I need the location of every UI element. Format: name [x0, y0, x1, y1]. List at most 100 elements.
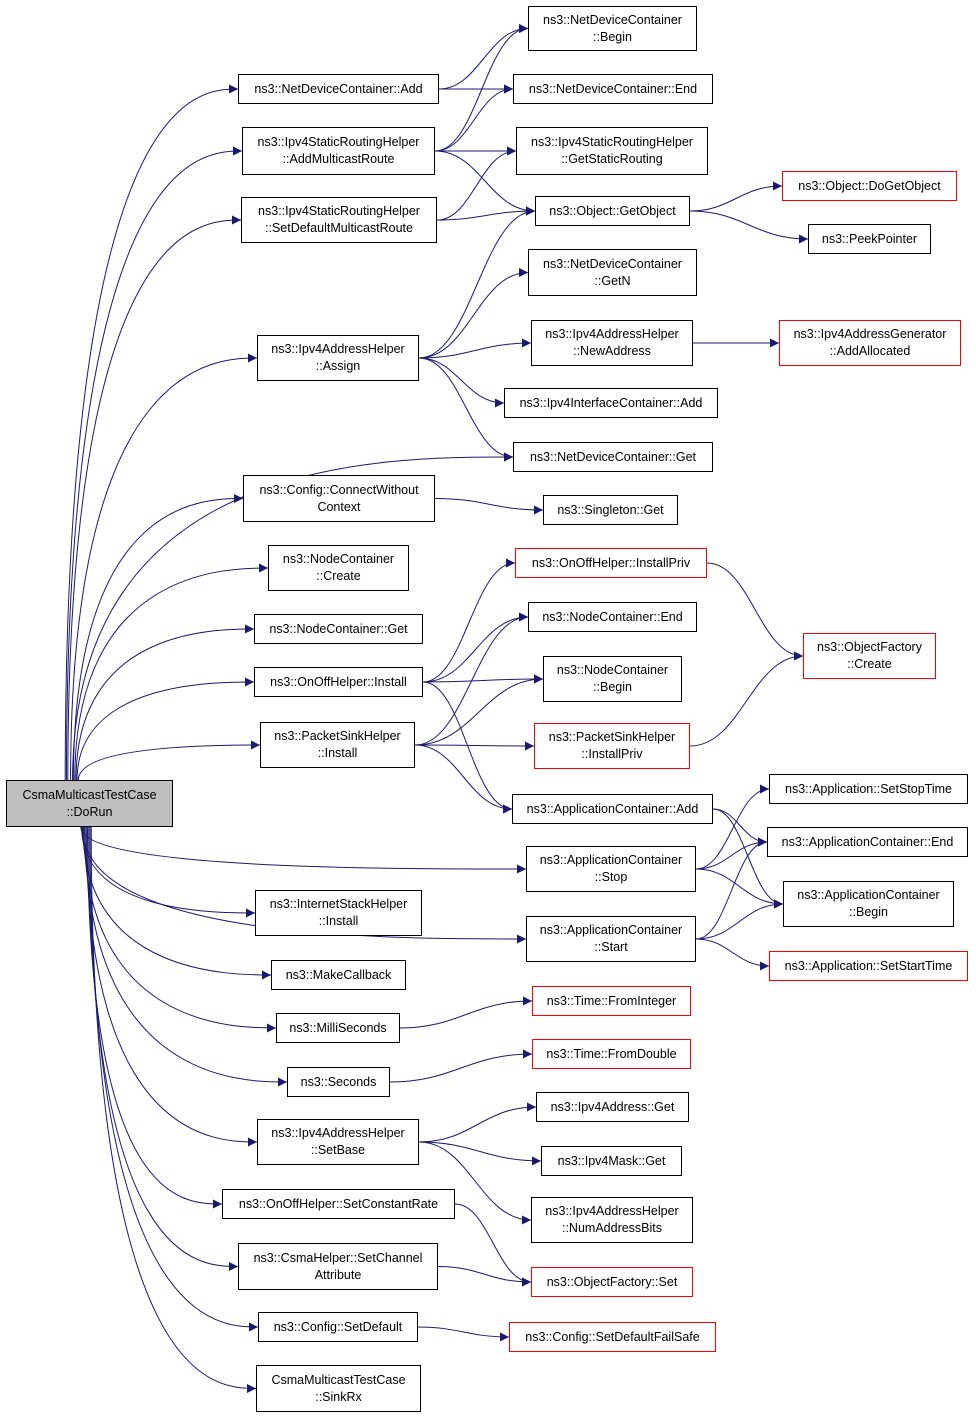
- function-node[interactable]: ns3::Application::SetStopTime: [769, 774, 968, 804]
- function-node-label: ns3::Ipv4InterfaceContainer::Add: [519, 395, 703, 410]
- function-node[interactable]: ns3::Object::GetObject: [535, 196, 690, 226]
- function-node[interactable]: ns3::Ipv4StaticRoutingHelper::AddMultica…: [242, 127, 435, 175]
- function-node[interactable]: ns3::Ipv4AddressHelper::SetBase: [257, 1119, 419, 1165]
- function-node-label: ns3::Ipv4Mask::Get: [557, 1153, 666, 1168]
- function-node-label: ::InstallPriv: [581, 747, 643, 761]
- function-node-label: ns3::NetDeviceContainer::End: [528, 81, 698, 96]
- function-node-label: ns3::MakeCallback: [285, 967, 392, 982]
- edge-root-to-nc_create: [74, 563, 269, 781]
- function-node-label: ::Create: [316, 569, 361, 583]
- function-node[interactable]: ns3::ApplicationContainer::Add: [512, 794, 713, 824]
- function-node[interactable]: ns3::Ipv4Address::Get: [536, 1092, 689, 1122]
- function-node-label: ::Create: [847, 657, 892, 671]
- edge-ac_stop-to-app_sst: [695, 784, 770, 870]
- function-node[interactable]: ns3::ApplicationContainer::Begin: [783, 881, 954, 927]
- edge-root-to-iah_sb: [85, 826, 258, 1147]
- function-node[interactable]: CsmaMulticastTestCase::SinkRx: [256, 1365, 421, 1412]
- edge-iah_sb-to-iah_nab: [418, 1141, 532, 1225]
- function-node-label: ns3::Application::SetStopTime: [785, 781, 952, 796]
- function-node-label: ns3::ApplicationContainer: [539, 853, 683, 867]
- edge-root-to-secs: [84, 826, 288, 1087]
- edge-iah_assign-to-iic_add: [418, 357, 505, 408]
- function-node-label: ns3::InternetStackHelper: [269, 897, 408, 911]
- function-node-label: ns3::ApplicationContainer::End: [781, 834, 954, 849]
- function-node[interactable]: ns3::NodeContainer::End: [528, 602, 697, 632]
- function-node[interactable]: ns3::Time::FromDouble: [532, 1039, 691, 1069]
- edge-csma_sca-to-of_set: [437, 1266, 532, 1287]
- function-node[interactable]: ns3::Ipv4AddressHelper::NumAddressBits: [531, 1197, 693, 1243]
- function-node[interactable]: ns3::Ipv4Mask::Get: [541, 1146, 682, 1176]
- function-node[interactable]: ns3::ApplicationContainer::Stop: [526, 846, 696, 892]
- function-node-label: ns3::MilliSeconds: [289, 1020, 387, 1035]
- edge-root-to-ish_inst: [81, 826, 256, 918]
- function-node[interactable]: ns3::Object::DoGetObject: [782, 171, 957, 201]
- function-node[interactable]: ns3::MilliSeconds: [276, 1013, 400, 1043]
- function-node-label: ns3::ObjectFactory::Set: [546, 1274, 678, 1289]
- function-node[interactable]: ns3::NodeContainer::Get: [254, 614, 423, 644]
- function-node[interactable]: ns3::NetDeviceContainer::Begin: [528, 6, 697, 51]
- function-node[interactable]: ns3::PeekPointer: [808, 224, 931, 254]
- function-node-label: ns3::Time::FromDouble: [546, 1046, 677, 1061]
- edge-ac_start-to-ac_end: [695, 837, 768, 940]
- edge-ac_start-to-app_sstart: [695, 938, 770, 971]
- function-node[interactable]: ns3::NetDeviceContainer::Get: [513, 442, 713, 472]
- edge-psh_inst-to-nc_end: [414, 612, 529, 746]
- function-node[interactable]: ns3::Ipv4InterfaceContainer::Add: [504, 388, 718, 418]
- function-node-label: ::SinkRx: [315, 1389, 362, 1404]
- function-node-label: ::NumAddressBits: [561, 1221, 663, 1235]
- function-node[interactable]: ns3::Ipv4AddressGenerator::AddAllocated: [779, 320, 961, 366]
- function-node-label: ns3::ObjectFactory: [817, 640, 922, 654]
- function-node-label: ns3::Time::FromInteger: [546, 993, 677, 1008]
- edge-root-to-mkcb: [82, 826, 272, 980]
- function-node[interactable]: ns3::NetDeviceContainer::Add: [238, 74, 439, 104]
- function-node[interactable]: ns3::Time::FromInteger: [532, 986, 691, 1016]
- function-node-label: ns3::NetDeviceContainer::Get: [529, 449, 697, 464]
- function-node[interactable]: ns3::NodeContainer::Create: [268, 545, 409, 591]
- edge-root-to-psh_inst: [77, 740, 261, 781]
- function-node[interactable]: ns3::Config::SetDefault: [258, 1312, 418, 1342]
- function-node[interactable]: ns3::Seconds: [287, 1067, 390, 1097]
- edge-root-to-ndc_add: [64, 84, 239, 781]
- function-node[interactable]: ns3::PacketSinkHelper::Install: [260, 722, 415, 768]
- edge-iah_sb-to-ia_get: [418, 1102, 537, 1143]
- function-node-label: ns3::OnOffHelper::SetConstantRate: [238, 1196, 439, 1211]
- function-node[interactable]: ns3::InternetStackHelper::Install: [255, 890, 422, 936]
- edge-ooh_ip-to-of_create: [706, 562, 804, 661]
- function-node-label: ::AddMulticastRoute: [282, 152, 395, 166]
- function-node[interactable]: ns3::Ipv4StaticRoutingHelper::GetStaticR…: [516, 127, 708, 175]
- function-node-label: ::Install: [317, 746, 358, 760]
- function-node[interactable]: ns3::NetDeviceContainer::GetN: [528, 249, 697, 296]
- root-function-node: CsmaMulticastTestCase::DoRun: [6, 780, 173, 827]
- function-node[interactable]: ns3::ObjectFactory::Create: [803, 633, 936, 679]
- function-node[interactable]: ns3::PacketSinkHelper::InstallPriv: [534, 723, 690, 769]
- function-node[interactable]: ns3::OnOffHelper::InstallPriv: [515, 548, 707, 578]
- function-node[interactable]: ns3::Ipv4AddressHelper::NewAddress: [531, 320, 693, 366]
- function-node[interactable]: ns3::Ipv4StaticRoutingHelper::SetDefault…: [241, 197, 437, 243]
- function-node-label: ns3::Ipv4StaticRoutingHelper: [257, 135, 420, 149]
- function-node[interactable]: ns3::OnOffHelper::SetConstantRate: [222, 1189, 455, 1219]
- function-node[interactable]: ns3::ApplicationContainer::Start: [526, 916, 696, 962]
- function-node-label: ::GetN: [594, 273, 631, 288]
- function-node[interactable]: ns3::MakeCallback: [271, 960, 406, 990]
- function-node[interactable]: ns3::ApplicationContainer::End: [767, 827, 968, 857]
- function-node[interactable]: ns3::NetDeviceContainer::End: [513, 74, 713, 104]
- function-node-label: ::Install: [318, 914, 359, 928]
- edge-psh_inst-to-ac_add: [414, 744, 513, 814]
- function-node[interactable]: ns3::Config::SetDefaultFailSafe: [509, 1322, 716, 1352]
- function-node[interactable]: ns3::OnOffHelper::Install: [254, 667, 423, 697]
- function-node-label: ::Begin: [593, 29, 632, 44]
- edge-psh_ip-to-of_create: [689, 651, 804, 747]
- function-node[interactable]: ns3::Ipv4AddressHelper::Assign: [257, 335, 419, 381]
- function-node[interactable]: ns3::NodeContainer::Begin: [543, 656, 682, 702]
- function-node-label: ns3::NetDeviceContainer: [543, 256, 682, 271]
- edge-root-to-ac_stop: [80, 826, 527, 874]
- function-node-label: ns3::Seconds: [300, 1074, 377, 1089]
- edge-ac_add-to-ac_begin: [712, 808, 784, 909]
- function-node-label: ns3::ApplicationContainer::Add: [526, 801, 699, 816]
- function-node[interactable]: ns3::Application::SetStartTime: [769, 951, 968, 981]
- function-node[interactable]: ns3::ObjectFactory::Set: [531, 1267, 693, 1297]
- function-node[interactable]: ns3::Singleton::Get: [543, 495, 678, 525]
